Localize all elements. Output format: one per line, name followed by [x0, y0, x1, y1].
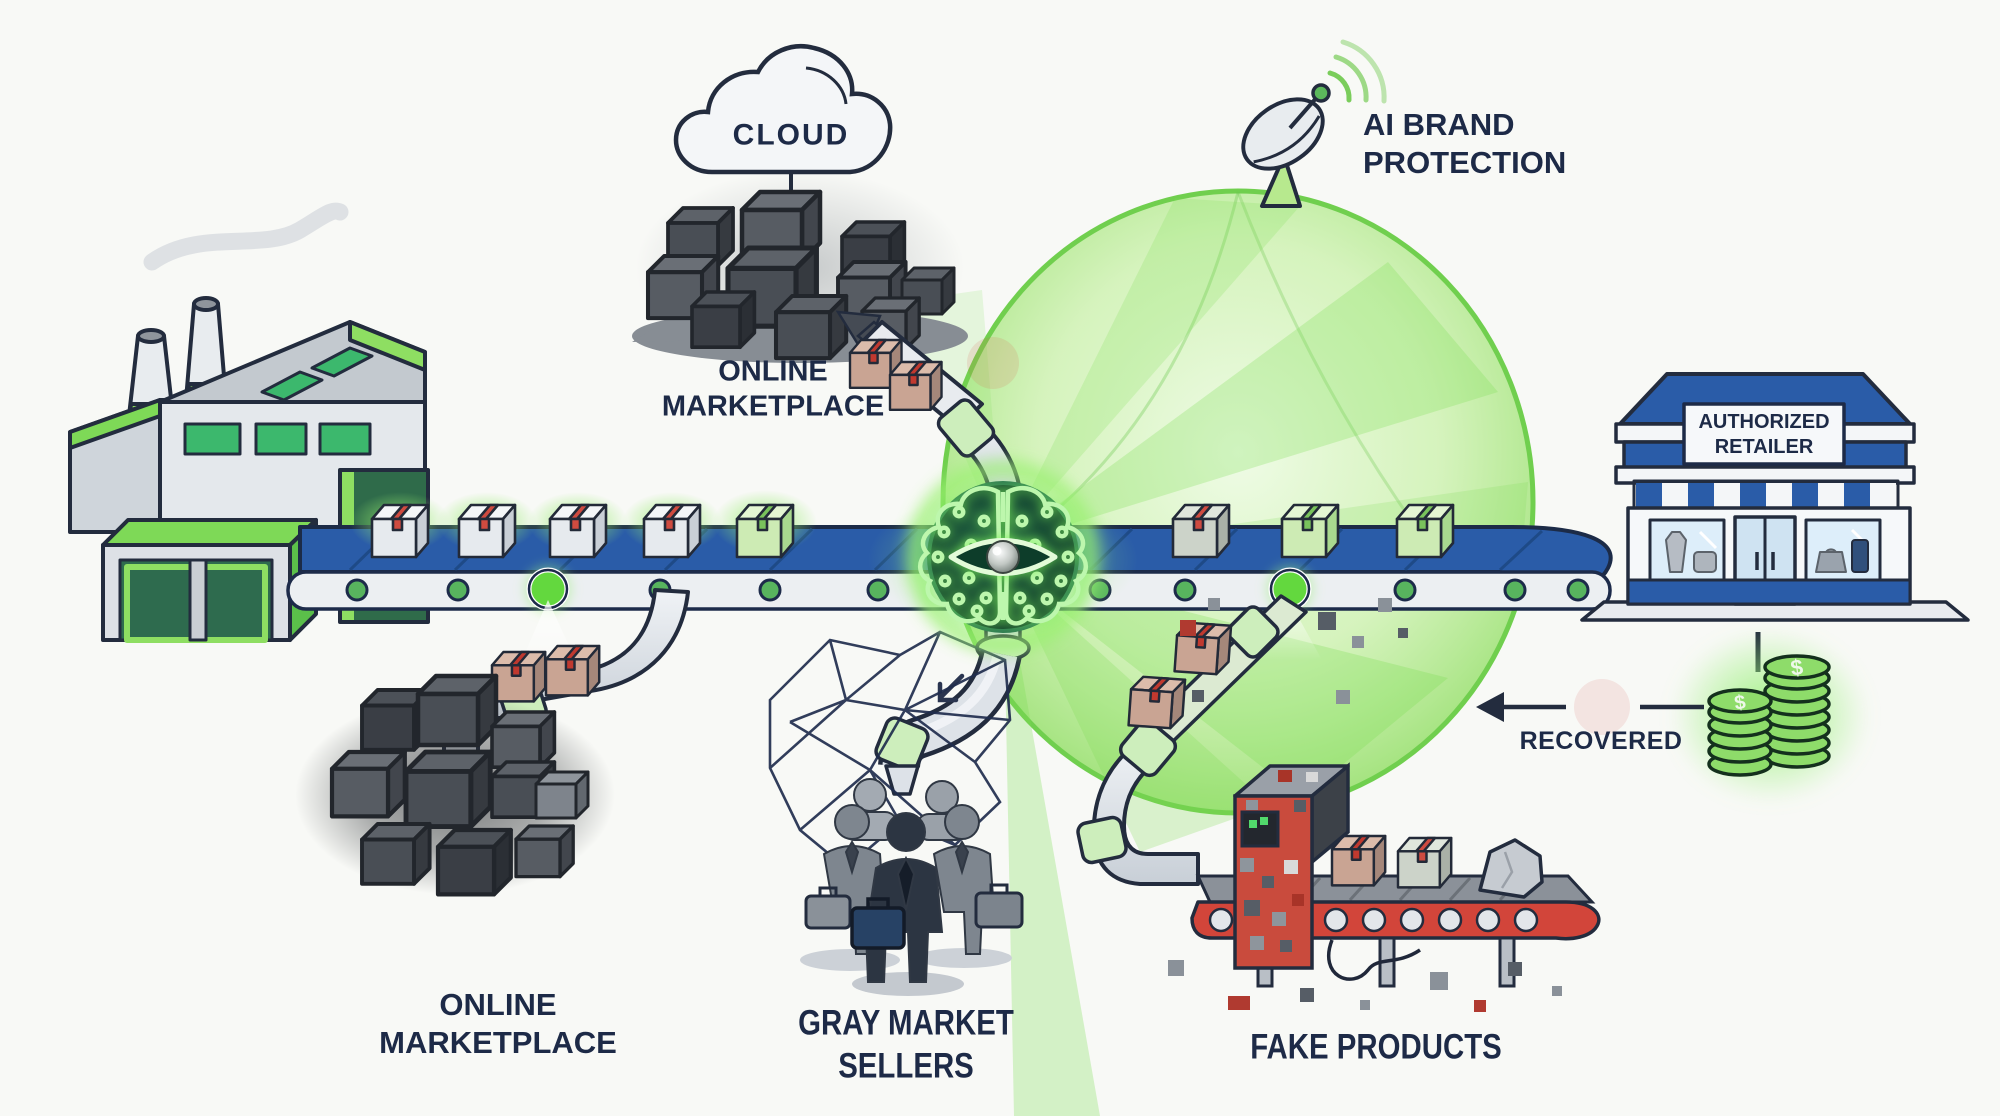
recovered-label: RECOVERED — [1519, 726, 1683, 755]
dollar-sign: $ — [1789, 654, 1805, 680]
recovered-arrow — [1476, 692, 1704, 722]
person-figure — [850, 812, 944, 983]
ai-brand-protection-label: AI BRAND PROTECTION — [1363, 107, 1567, 180]
package-box — [1330, 834, 1387, 887]
counterfeit-pile-bottom-icon — [250, 667, 660, 923]
package-box — [1171, 503, 1231, 559]
package-box — [370, 503, 430, 559]
package-box — [735, 503, 795, 559]
package-box — [888, 360, 943, 412]
signal-waves-icon — [1327, 39, 1387, 104]
cloud-label: CLOUD — [732, 118, 850, 152]
red-x-marketplace — [967, 337, 1019, 389]
authorized-retailer-sign-label: AUTHORIZED RETAILER — [1698, 411, 1830, 458]
gray-market-sellers-icon — [800, 778, 1024, 996]
package-box — [1395, 503, 1455, 559]
cloud-icon — [673, 44, 893, 214]
package-box — [1280, 503, 1340, 559]
coin-stack — [1763, 654, 1831, 769]
briefcase-icon — [850, 906, 906, 950]
ai-scanner-hub — [868, 461, 1138, 653]
network-mesh-icon — [768, 630, 1012, 870]
package-box — [548, 503, 608, 559]
online-marketplace-bottom-label: ONLINE MARKETPLACE — [379, 987, 617, 1060]
scan-checkpoint-glow — [518, 559, 578, 619]
arrowhead-icon — [1476, 692, 1504, 722]
satellite-dish-icon — [1241, 39, 1387, 208]
fake-products-machine-icon — [1233, 762, 1350, 970]
red-x-recovered — [1574, 679, 1630, 735]
coin-stack — [1707, 688, 1773, 777]
online-marketplace-top-label: ONLINE MARKETPLACE — [661, 355, 885, 423]
package-box — [642, 503, 702, 559]
belt-packages — [350, 490, 1455, 559]
person-figure — [932, 804, 1024, 955]
power-cable-icon — [1326, 939, 1421, 981]
package-box — [457, 503, 517, 559]
eye-icon — [948, 538, 1058, 576]
gray-market-sellers-label: GRAY MARKET SELLERS — [798, 1003, 1014, 1085]
dollar-sign: $ — [1733, 691, 1747, 714]
fake-products-pipe — [1076, 594, 1308, 886]
briefcase-icon — [804, 894, 852, 930]
authorized-retailer-store-icon — [1580, 372, 1970, 622]
smoke-icon — [143, 202, 349, 271]
fake-products-label: FAKE PRODUCTS — [1250, 1027, 1502, 1067]
glitch-pixels — [1168, 598, 1562, 1012]
brain-circuit-icon — [920, 488, 1086, 623]
package-box — [1127, 674, 1187, 731]
briefcase-icon — [974, 891, 1024, 929]
store-sign — [1682, 402, 1846, 466]
package-box — [1396, 836, 1453, 889]
factory-icon — [68, 202, 430, 643]
money-coins-icon: $ $ — [1670, 628, 1870, 804]
